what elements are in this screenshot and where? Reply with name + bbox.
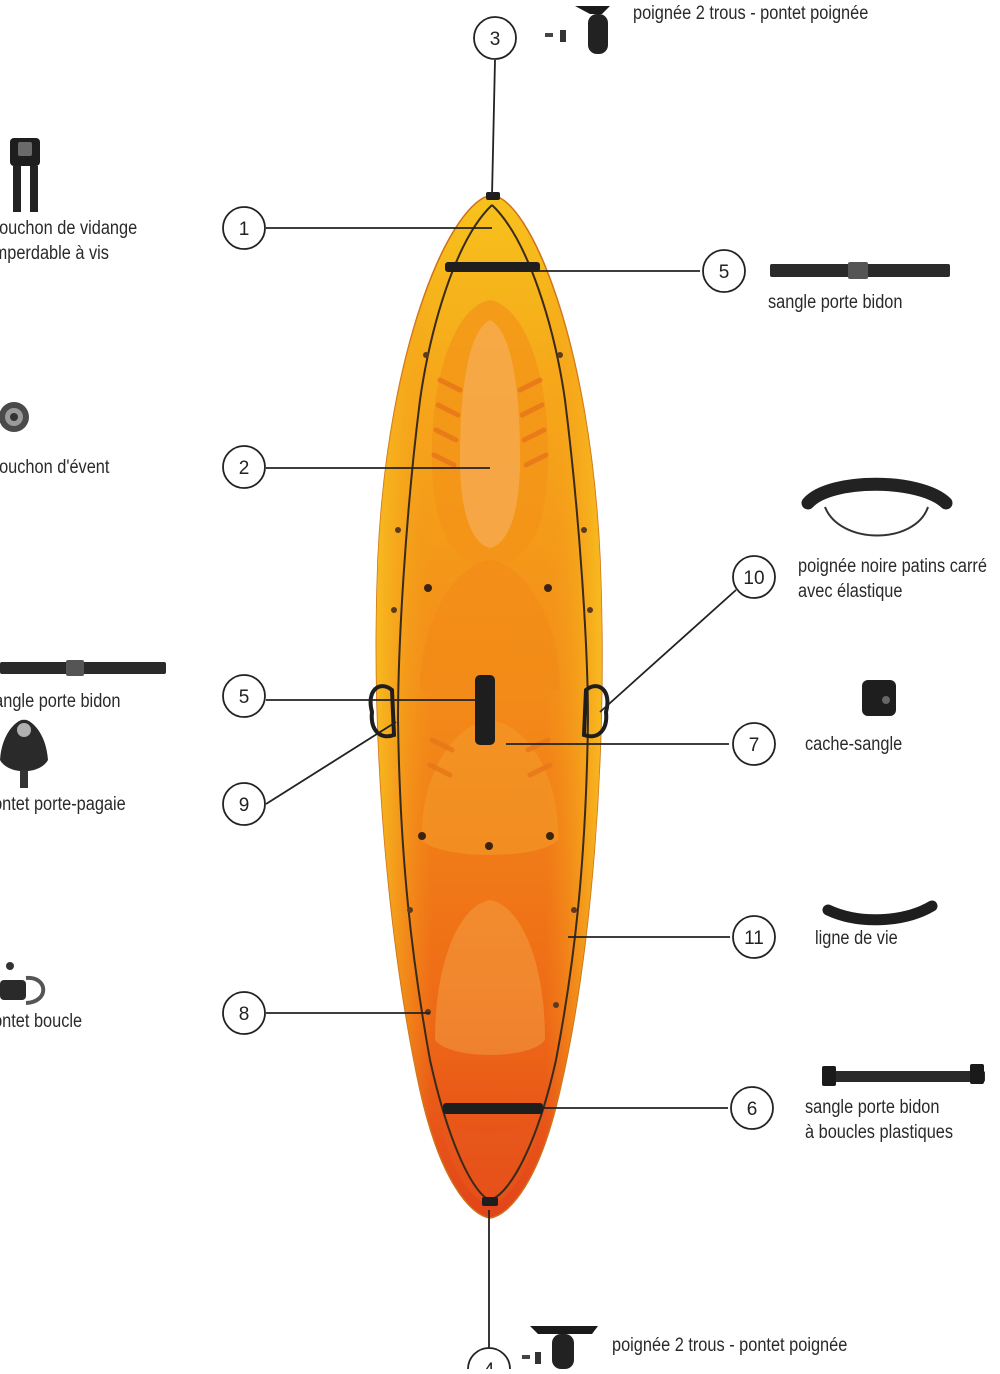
callout-circle: [473, 16, 517, 60]
label-strap-cover: cache-sangle: [805, 734, 903, 755]
callout-number: 5: [239, 687, 250, 708]
callout-number: 10: [743, 568, 764, 589]
handle-2-holes-bottom-icon: [522, 1326, 598, 1369]
vent-plug-icon: [0, 402, 29, 432]
label-strap-buckles: sangle porte bidon à boucles plastiques: [805, 1097, 954, 1143]
handle-2-holes-icon: [545, 6, 610, 54]
callout-number: 1: [239, 219, 250, 240]
callout-circle: [222, 991, 266, 1035]
label-vent-plug: bouchon d'évent: [0, 457, 110, 478]
callout-number: 7: [749, 735, 760, 756]
callout-number: 4: [484, 1360, 495, 1369]
callout-number: 8: [239, 1004, 250, 1025]
callout-number: 6: [747, 1099, 758, 1120]
callout-circle: [222, 206, 266, 250]
callout-circle: [732, 915, 776, 959]
kayak-hull: [368, 192, 610, 1219]
leader-lines: [265, 59, 737, 1350]
loop-pontet-icon: [0, 962, 46, 1005]
callout-circle: [730, 1086, 774, 1130]
callout-circle: [732, 555, 776, 599]
paddle-holder-icon: [0, 719, 48, 788]
callout-circles: 3 1 5 2 10 5 9 7 11 8 6 4: [222, 16, 776, 1374]
callout-circle: [702, 249, 746, 293]
callout-circle: [732, 722, 776, 766]
part-thumbnails: [0, 6, 985, 1369]
callout-number: 9: [239, 795, 250, 816]
callout-circle: [222, 445, 266, 489]
black-handle-elastic-icon: [801, 477, 953, 537]
callout-circle: [222, 674, 266, 718]
strap-left-icon: [0, 660, 166, 676]
life-line-icon: [822, 900, 938, 926]
label-paddle-holder: pontet porte-pagaie: [0, 794, 126, 815]
callout-circle: [222, 782, 266, 826]
label-handle-bottom: poignée 2 trous - pontet poignée: [612, 1335, 848, 1356]
strap-plastic-buckles-icon: [822, 1064, 985, 1086]
strap-cover-icon: [862, 680, 896, 716]
callout-number: 3: [490, 29, 501, 50]
label-drain-plug: bouchon de vidange imperdable à vis: [0, 218, 138, 264]
callout-number: 5: [719, 262, 730, 283]
callout-number: 2: [239, 458, 250, 479]
label-black-handle: poignée noire patins carré avec élastiqu…: [798, 556, 987, 602]
label-loop-pontet: pontet boucle: [0, 1011, 83, 1032]
label-life-line: ligne de vie: [815, 928, 898, 949]
label-strap-left: sangle porte bidon: [0, 691, 121, 712]
strap-icon: [770, 262, 950, 279]
label-handle-top: poignée 2 trous - pontet poignée: [633, 3, 869, 24]
drain-plug-icon: [10, 138, 40, 212]
label-strap-right: sangle porte bidon: [768, 292, 903, 313]
callout-number: 11: [744, 928, 764, 949]
